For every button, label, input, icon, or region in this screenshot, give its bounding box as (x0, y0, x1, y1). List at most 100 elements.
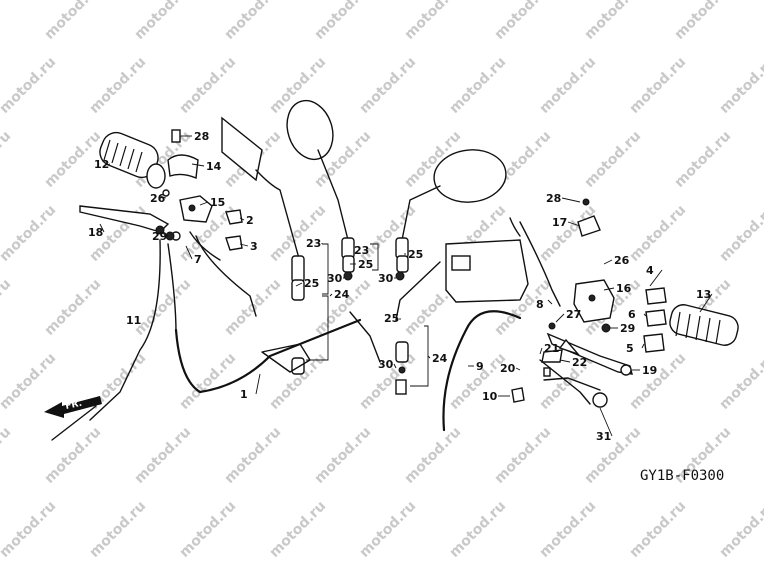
part-number-label: 9 (476, 360, 484, 373)
part-number-label: 29 (620, 322, 635, 335)
part-number-label: 25 (358, 258, 373, 271)
part-number-label: 15 (210, 196, 225, 209)
watermark-text: motod.ru (42, 0, 105, 43)
part-number-label: 31 (596, 430, 611, 443)
watermark-text: motod.ru (717, 202, 764, 265)
leader-line (603, 287, 615, 291)
part-number-label: 19 (642, 364, 657, 377)
part-number-label: 13 (696, 288, 711, 301)
leader-line (185, 245, 193, 260)
leader-line (295, 282, 303, 287)
leader-line (427, 355, 431, 359)
leader-line (239, 243, 249, 247)
leader-lines (99, 135, 713, 437)
watermark-text: motod.ru (357, 54, 420, 117)
leader-line (649, 269, 663, 287)
left-mirror (221, 116, 305, 283)
part-number-label: 25 (304, 277, 319, 290)
part-number-label: 1 (240, 388, 248, 401)
watermark-text: motod.ru (582, 128, 645, 191)
watermark-text: motod.ru (0, 276, 14, 339)
small-hardware (162, 129, 611, 408)
watermark-text: motod.ru (627, 202, 690, 265)
part-number-label: 2 (246, 214, 254, 227)
leader-line (561, 197, 581, 203)
part-number-label: 17 (552, 216, 567, 229)
watermark-text: motod.ru (717, 350, 764, 413)
leader-line (603, 259, 613, 265)
watermark-text: motod.ru (537, 498, 600, 561)
watermark-text: motod.ru (357, 498, 420, 561)
watermark-text: motod.ru (402, 424, 465, 487)
leader-line (329, 293, 333, 297)
watermark-text: motod.ru (312, 0, 375, 43)
part-number-label: 7 (194, 253, 202, 266)
part-number-label: 29 (152, 230, 167, 243)
watermark-text: motod.ru (537, 54, 600, 117)
part-number-label: 30 (378, 272, 394, 285)
watermark-text: motod.ru (0, 424, 14, 487)
watermark-text: motod.ru (87, 498, 150, 561)
part-number-label: 10 (482, 390, 498, 403)
part-number-label: 24 (432, 352, 448, 365)
part-number-label: 25 (408, 248, 423, 261)
watermark-text: motod.ru (42, 424, 105, 487)
part-number-label: 22 (572, 356, 587, 369)
part-number-label: 23 (306, 237, 321, 250)
part-number-label: 12 (94, 158, 109, 171)
leader-line (699, 293, 713, 313)
watermark-text: motod.ru (582, 0, 645, 43)
watermark-text: motod.ru (0, 128, 14, 191)
part-number-label: 26 (150, 192, 166, 205)
part-number-label: 20 (500, 362, 516, 375)
leader-line (599, 407, 613, 437)
right-mirror-rect (395, 239, 529, 363)
part-number-label: 27 (566, 308, 581, 321)
watermark-text: motod.ru (177, 498, 240, 561)
watermark-text: motod.ru (582, 424, 645, 487)
part-number-label: 30 (327, 272, 343, 285)
watermark-text: motod.ru (447, 498, 510, 561)
part-number-label: 28 (194, 130, 209, 143)
right-grip (669, 304, 739, 346)
part-number-label: 23 (354, 244, 369, 257)
leader-line (159, 195, 167, 199)
right-switch-housing (573, 198, 667, 353)
watermark-text: motod.ru (717, 498, 764, 561)
leader-line (99, 223, 105, 233)
leader-line (239, 217, 245, 221)
leader-line (105, 163, 111, 166)
leader-line (199, 201, 209, 206)
watermark-text: motod.ru (132, 276, 195, 339)
bracket-lines (306, 243, 429, 387)
watermark-text: motod.ru (177, 350, 240, 413)
part-number-label: 26 (614, 254, 630, 267)
part-number-label: 3 (250, 240, 258, 253)
watermark-text: motod.ru (132, 424, 195, 487)
right-mirror-round (395, 149, 507, 273)
watermark-text: motod.ru (672, 0, 735, 43)
leader-line (555, 313, 565, 323)
part-number-label: 18 (88, 226, 103, 239)
part-number-label: 8 (536, 298, 544, 311)
watermark-text: motod.ru (447, 54, 510, 117)
watermark-text: motod.ru (0, 498, 59, 561)
watermark-text: motod.ru (627, 498, 690, 561)
leader-line (559, 359, 571, 363)
watermark-text: motod.ru (222, 0, 285, 43)
leader-line (641, 343, 645, 349)
watermark-text: motod.ru (87, 54, 150, 117)
leader-line (393, 363, 397, 369)
watermark-text: motod.ru (132, 0, 195, 43)
watermark-text: motod.ru (312, 424, 375, 487)
watermark-text: motod.ru (222, 424, 285, 487)
part-number-label: 11 (126, 314, 141, 327)
watermark-text: motod.ru (717, 54, 764, 117)
cables (51, 217, 601, 441)
watermark-text: motod.ru (402, 0, 465, 43)
left-switch-housing (167, 154, 243, 251)
watermark-text: motod.ru (492, 0, 555, 43)
leader-line (255, 373, 261, 395)
